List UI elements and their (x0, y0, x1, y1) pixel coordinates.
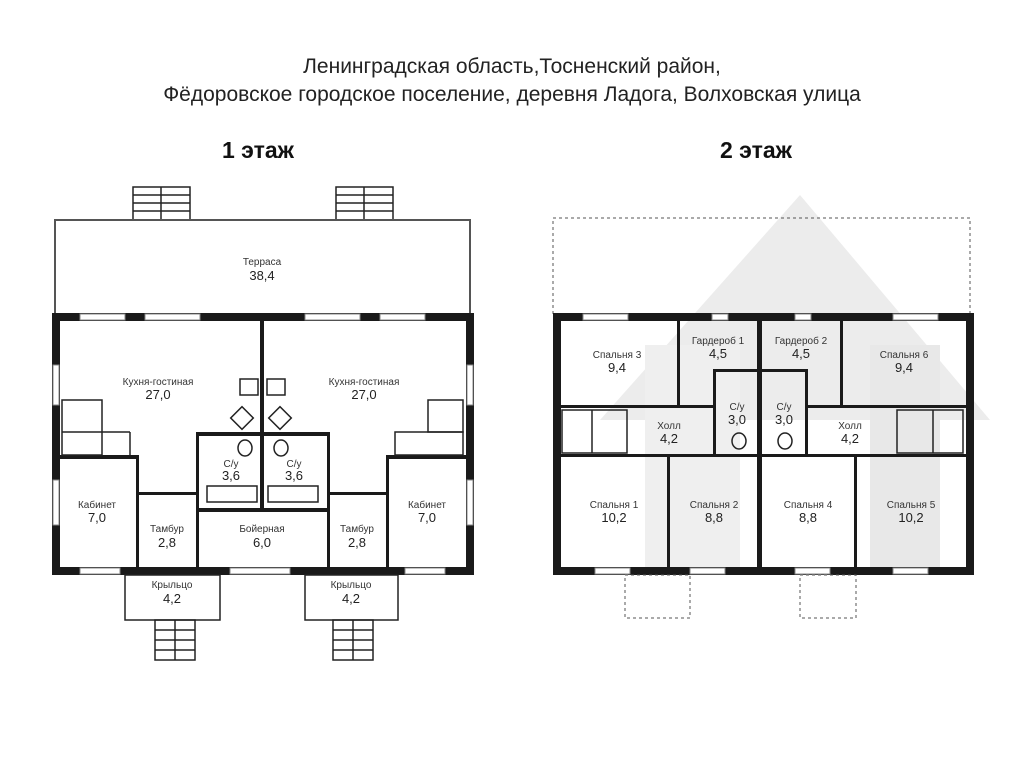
svg-text:3,6: 3,6 (285, 468, 303, 483)
svg-text:Спальня 1: Спальня 1 (590, 500, 639, 511)
room-bathroom-2: С/у3,6 (285, 459, 303, 483)
room-wardrobe-2: Гардероб 24,5 (775, 335, 828, 361)
svg-text:4,2: 4,2 (342, 591, 360, 606)
stairs (561, 409, 964, 454)
watermark-bar (870, 345, 940, 575)
svg-text:8,8: 8,8 (705, 510, 723, 525)
room-bedroom-4: Спальня 48,8 (784, 500, 833, 525)
svg-text:Спальня 6: Спальня 6 (880, 350, 929, 361)
room-bedroom-3: Спальня 39,4 (593, 350, 642, 375)
svg-text:Кабинет: Кабинет (408, 499, 446, 511)
room-bedroom-1: Спальня 110,2 (590, 500, 639, 525)
svg-text:Спальня 4: Спальня 4 (784, 500, 833, 511)
svg-text:С/у: С/у (287, 459, 302, 470)
floor2-walls (553, 313, 974, 575)
porches (124, 574, 399, 661)
watermark-bar (645, 345, 740, 575)
svg-text:С/у: С/у (224, 459, 239, 470)
svg-text:7,0: 7,0 (88, 510, 106, 525)
svg-text:Терраса: Терраса (243, 257, 282, 268)
room-bedroom-2: Спальня 28,8 (690, 500, 739, 525)
svg-text:4,2: 4,2 (163, 591, 181, 606)
svg-text:Крыльцо: Крыльцо (152, 580, 193, 591)
svg-text:Спальня 2: Спальня 2 (690, 500, 739, 511)
svg-text:7,0: 7,0 (418, 510, 436, 525)
svg-text:Спальня 5: Спальня 5 (887, 500, 936, 511)
room-bathroom-1: С/у3,0 (728, 402, 746, 427)
svg-text:9,4: 9,4 (608, 360, 626, 375)
kitchen-fixtures (206, 378, 319, 503)
svg-text:6,0: 6,0 (253, 535, 271, 550)
svg-text:Гардероб 1: Гардероб 1 (692, 335, 745, 347)
svg-text:3,0: 3,0 (775, 412, 793, 427)
svg-text:Тамбур: Тамбур (150, 523, 184, 535)
svg-text:27,0: 27,0 (145, 387, 170, 402)
balconies (624, 574, 857, 619)
svg-text:3,0: 3,0 (728, 412, 746, 427)
svg-text:Холл: Холл (657, 421, 681, 432)
room-bedroom-6: Спальня 69,4 (880, 350, 929, 375)
room-wardrobe-1: Гардероб 14,5 (692, 335, 745, 361)
svg-text:9,4: 9,4 (895, 360, 913, 375)
svg-text:Спальня 3: Спальня 3 (593, 350, 642, 361)
svg-text:10,2: 10,2 (898, 510, 923, 525)
svg-text:2,8: 2,8 (348, 535, 366, 550)
svg-text:2,8: 2,8 (158, 535, 176, 550)
svg-text:Крыльцо: Крыльцо (331, 580, 372, 591)
address-line-2: Фёдоровское городское поселение, деревня… (163, 83, 861, 106)
svg-text:Гардероб 2: Гардероб 2 (775, 335, 828, 347)
svg-text:4,5: 4,5 (792, 346, 810, 361)
address-line-1: Ленинградская область,Тосненский район, (303, 55, 721, 78)
svg-text:4,5: 4,5 (709, 346, 727, 361)
svg-text:8,8: 8,8 (799, 510, 817, 525)
floor1-walls (52, 313, 474, 575)
floor2-plan: Спальня 39,4 Гардероб 14,5 Гардероб 24,5… (552, 217, 974, 619)
svg-text:4,2: 4,2 (841, 431, 859, 446)
floor2-title: 2 этаж (720, 137, 792, 163)
svg-text:10,2: 10,2 (601, 510, 626, 525)
svg-text:Кабинет: Кабинет (78, 499, 116, 511)
floor1-title: 1 этаж (222, 137, 294, 163)
toilets (731, 432, 793, 450)
terrace-stairs (132, 186, 394, 221)
room-bathroom-2: С/у3,0 (775, 402, 793, 427)
svg-text:Бойерная: Бойерная (239, 524, 284, 535)
svg-text:Холл: Холл (838, 421, 862, 432)
svg-text:С/у: С/у (777, 402, 792, 413)
svg-text:С/у: С/у (730, 402, 745, 413)
stairs (61, 399, 464, 456)
room-bedroom-5: Спальня 510,2 (887, 500, 936, 525)
svg-text:Кухня-гостиная: Кухня-гостиная (123, 377, 194, 388)
svg-text:27,0: 27,0 (351, 387, 376, 402)
svg-text:3,6: 3,6 (222, 468, 240, 483)
svg-text:38,4: 38,4 (249, 268, 274, 283)
room-bathroom-1: С/у3,6 (222, 459, 240, 483)
svg-text:4,2: 4,2 (660, 431, 678, 446)
svg-text:Кухня-гостиная: Кухня-гостиная (329, 377, 400, 388)
svg-text:Тамбур: Тамбур (340, 523, 374, 535)
